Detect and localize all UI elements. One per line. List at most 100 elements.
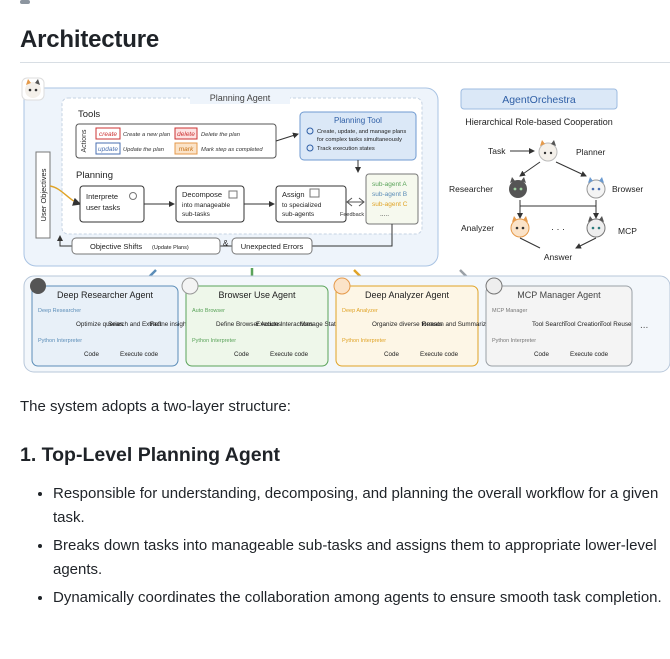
svg-text:Execute code: Execute code <box>420 351 459 358</box>
architecture-figure: Planning Agent Tools Actions create Crea… <box>20 76 670 376</box>
svg-text:Interprete: Interprete <box>86 192 118 201</box>
svg-text:Deep Analyzer Agent: Deep Analyzer Agent <box>365 290 450 300</box>
researcher-node-icon <box>509 177 527 198</box>
svg-text:Code: Code <box>234 351 250 358</box>
svg-text:Deep Researcher: Deep Researcher <box>38 308 81 314</box>
browser-cat-icon <box>181 277 199 295</box>
svg-text:delete: delete <box>177 131 195 138</box>
planning-agent-title: Planning Agent <box>210 93 271 103</box>
list-item: Responsible for understanding, decomposi… <box>53 482 670 530</box>
step-assign <box>275 185 347 223</box>
scroll-indicator <box>20 0 30 4</box>
section1-list: Responsible for understanding, decomposi… <box>20 482 670 614</box>
svg-text:mark: mark <box>179 146 194 153</box>
svg-text:Python Interpreter: Python Interpreter <box>38 338 82 344</box>
svg-text:sub-agents: sub-agents <box>282 211 315 218</box>
tools-label: Tools <box>78 109 100 120</box>
svg-text:Refine insight: Refine insight <box>150 321 188 328</box>
svg-text:into manageable: into manageable <box>182 202 230 209</box>
svg-text:Code: Code <box>534 351 550 358</box>
architecture-diagram: Planning Agent Tools Actions create Crea… <box>21 77 670 373</box>
browser-node-icon <box>586 177 606 199</box>
svg-text:· · ·: · · · <box>551 224 565 234</box>
analyzer-cat-icon <box>333 277 351 295</box>
page-heading: Architecture <box>20 26 159 53</box>
user-objectives-box <box>35 151 51 239</box>
svg-text:Execute code: Execute code <box>570 351 609 358</box>
planner-node-icon <box>538 140 558 162</box>
svg-text:Execute Interactions: Execute Interactions <box>256 321 313 328</box>
objective-shifts-box <box>71 237 221 255</box>
svg-text:Search and Extract: Search and Extract <box>108 321 162 328</box>
svg-text:create: create <box>99 131 117 138</box>
svg-text:user tasks: user tasks <box>86 203 120 212</box>
researcher-cat-icon <box>30 278 46 294</box>
svg-text:Execute code: Execute code <box>120 351 159 358</box>
heading-divider <box>20 62 670 63</box>
agentorchestra-title: AgentOrchestra <box>502 94 576 106</box>
deep-analyzer-agent-panel: Deep Analyzer Agent Deep Analyzer Organi… <box>335 285 490 367</box>
svg-text:.....: ..... <box>380 211 389 218</box>
deep-researcher-agent-panel: Deep Researcher Agent Deep Researcher Op… <box>31 285 188 367</box>
svg-text:Track execution states: Track execution states <box>317 146 375 152</box>
svg-text:Create a new plan: Create a new plan <box>123 132 170 138</box>
svg-text:Reason and Summarize: Reason and Summarize <box>422 321 490 328</box>
svg-text:Create, update, and manage pla: Create, update, and manage plans <box>317 129 406 135</box>
svg-text:Deep Researcher Agent: Deep Researcher Agent <box>57 290 154 300</box>
svg-text:Mark step as completed: Mark step as completed <box>201 147 263 153</box>
svg-text:Code: Code <box>384 351 400 358</box>
feedback-label: Feedback <box>340 212 364 218</box>
svg-text:Answer: Answer <box>544 252 573 262</box>
user-objectives-label: User Objectives <box>39 168 48 221</box>
mcp-node-icon <box>586 216 606 238</box>
svg-text:Update the plan: Update the plan <box>123 147 164 153</box>
mcp-manager-agent-panel: MCP Manager Agent MCP Manager Tool Searc… <box>485 285 633 367</box>
svg-text:Python Interpreter: Python Interpreter <box>192 338 236 344</box>
svg-text:update: update <box>98 146 118 153</box>
svg-text:sub-agent C: sub-agent C <box>372 201 408 208</box>
svg-text:Deep Analyzer: Deep Analyzer <box>342 308 378 314</box>
svg-text:Manage State: Manage State <box>300 321 340 328</box>
svg-text:Code: Code <box>84 351 100 358</box>
svg-text:Define Browser Actions: Define Browser Actions <box>216 321 281 328</box>
svg-text:Task: Task <box>488 146 506 156</box>
svg-text:Objective Shifts: Objective Shifts <box>90 242 142 251</box>
svg-text:Python Interpreter: Python Interpreter <box>492 338 536 344</box>
svg-text:Planner: Planner <box>576 147 605 157</box>
svg-text:(Update Plans): (Update Plans) <box>152 245 189 251</box>
svg-text:Auto Browser: Auto Browser <box>192 308 225 314</box>
svg-text:Tool Reuse: Tool Reuse <box>600 321 632 328</box>
svg-text:sub-agent B: sub-agent B <box>372 191 407 198</box>
svg-text:Tool Creation: Tool Creation <box>564 321 602 328</box>
svg-text:Execute code: Execute code <box>270 351 309 358</box>
agentorchestra-subtitle: Hierarchical Role-based Cooperation <box>465 117 613 127</box>
svg-text:for complex tasks simultaneous: for complex tasks simultaneously <box>317 137 402 143</box>
section1-title: 1. Top-Level Planning Agent <box>20 444 281 466</box>
svg-text:Browser Use Agent: Browser Use Agent <box>218 290 296 300</box>
actions-label: Actions <box>81 129 88 152</box>
browser-use-agent-panel: Browser Use Agent Auto Browser Define Br… <box>185 285 340 367</box>
svg-text:Organize diverse formats: Organize diverse formats <box>372 321 442 328</box>
svg-text:Unexpected Errors: Unexpected Errors <box>241 242 304 251</box>
unexpected-errors-box <box>231 237 313 255</box>
more-agents-ellipsis: ... <box>640 320 648 331</box>
svg-text:&: & <box>223 239 229 248</box>
list-item: Breaks down tasks into manageable sub-ta… <box>53 534 670 582</box>
svg-text:Optimize queries: Optimize queries <box>76 321 123 328</box>
svg-text:sub-agent A: sub-agent A <box>372 181 407 188</box>
svg-text:MCP Manager Agent: MCP Manager Agent <box>517 290 601 300</box>
agentorchestra-title-box <box>460 88 618 110</box>
planning-label: Planning <box>76 170 113 181</box>
mcp-cat-icon <box>485 277 503 295</box>
svg-text:MCP: MCP <box>618 226 637 236</box>
svg-text:Browser: Browser <box>612 184 643 194</box>
svg-text:Researcher: Researcher <box>449 184 493 194</box>
actions-box <box>75 123 277 159</box>
planner-cat-icon <box>21 77 45 101</box>
svg-text:Python Interpreter: Python Interpreter <box>342 338 386 344</box>
planning-tool-title: Planning Tool <box>334 116 382 125</box>
svg-text:sub-tasks: sub-tasks <box>182 211 211 218</box>
intro-text: The system adopts a two-layer structure: <box>20 398 291 415</box>
svg-text:to specialized: to specialized <box>282 202 322 209</box>
svg-text:Decompose: Decompose <box>182 190 222 199</box>
